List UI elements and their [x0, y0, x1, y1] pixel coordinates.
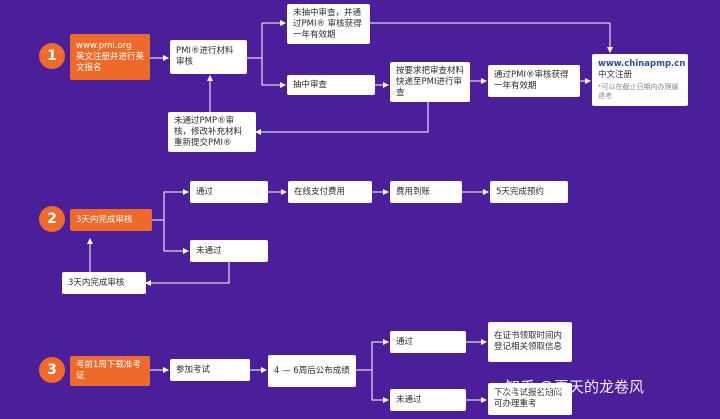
arrow-result-to-pass	[356, 339, 389, 371]
zhihu-logo: 知乎	[505, 378, 536, 396]
retake-registration: 下次考试报名期间可办理重考	[488, 383, 572, 415]
not-selected-for-audit: 未抽中审查，并通过PMI® 审核获得一年有效期	[287, 4, 370, 44]
deferral-note: *可以在截止日期内办理缓退考	[598, 83, 679, 100]
step-1-badge: 1	[39, 43, 65, 69]
arrow-s2-to-fail	[163, 220, 189, 254]
pmi-english-registration: www.pmi.org 英文注册并进行英文报名	[70, 34, 150, 80]
step-3-badge: 3	[39, 357, 65, 383]
arrow-not-selected-to-final	[370, 22, 613, 53]
audit-failed-resubmit: 未通过PMP®审核，修改补充材料重新提交PMI®	[168, 112, 256, 152]
payment-received: 费用到账	[390, 181, 462, 203]
arrow-result-to-fail	[371, 370, 389, 403]
pass-pmi-audit: 通过PMI®审核获得一年有效期	[488, 65, 580, 97]
arrow-s2-to-pass	[152, 189, 189, 221]
download-admission-ticket: 考前1周下载准考证	[70, 356, 150, 386]
pmi-material-review: PMI®进行材料审核	[170, 40, 247, 74]
arrow-audit-to-fail	[255, 102, 429, 135]
s2-pass: 通过	[190, 181, 268, 203]
arrow-fail-to-redo	[145, 262, 230, 286]
zhihu-watermark: 知乎@夏天的龙卷风	[505, 376, 644, 397]
online-payment: 在线支付费用	[288, 181, 372, 203]
selected-for-audit: 抽中审查	[287, 75, 375, 95]
redo-review-in-3-days: 3天内完成审核	[62, 272, 146, 294]
step-2-badge: 2	[39, 206, 65, 232]
chinese-registration-label: 中文注册	[598, 70, 633, 80]
watermark-author: @夏天的龙卷风	[539, 378, 645, 396]
booking-in-5-days: 5天完成预约	[490, 181, 568, 203]
chinapmp-url: www.chinapmp.cn	[598, 59, 686, 69]
results-published: 4 — 6周后公布成绩	[268, 355, 356, 387]
review-in-3-days: 3天内完成审核	[70, 209, 152, 231]
arrow-review-to-selected	[261, 58, 286, 88]
s3-pass: 通过	[390, 331, 466, 353]
arrow-review-to-not-selected	[247, 20, 286, 59]
certificate-registration: 在证书领取时间内登记相关领取信息	[488, 322, 572, 362]
take-exam: 参加考试	[170, 359, 250, 381]
submit-audit-materials: 按要求把审查材料快递至PMI进行审查	[390, 62, 470, 102]
s2-fail: 未通过	[190, 240, 268, 262]
s3-fail: 未通过	[390, 389, 466, 411]
chinapmp-registration: www.chinapmp.cn 中文注册 *可以在截止日期内办理缓退考	[592, 54, 688, 106]
